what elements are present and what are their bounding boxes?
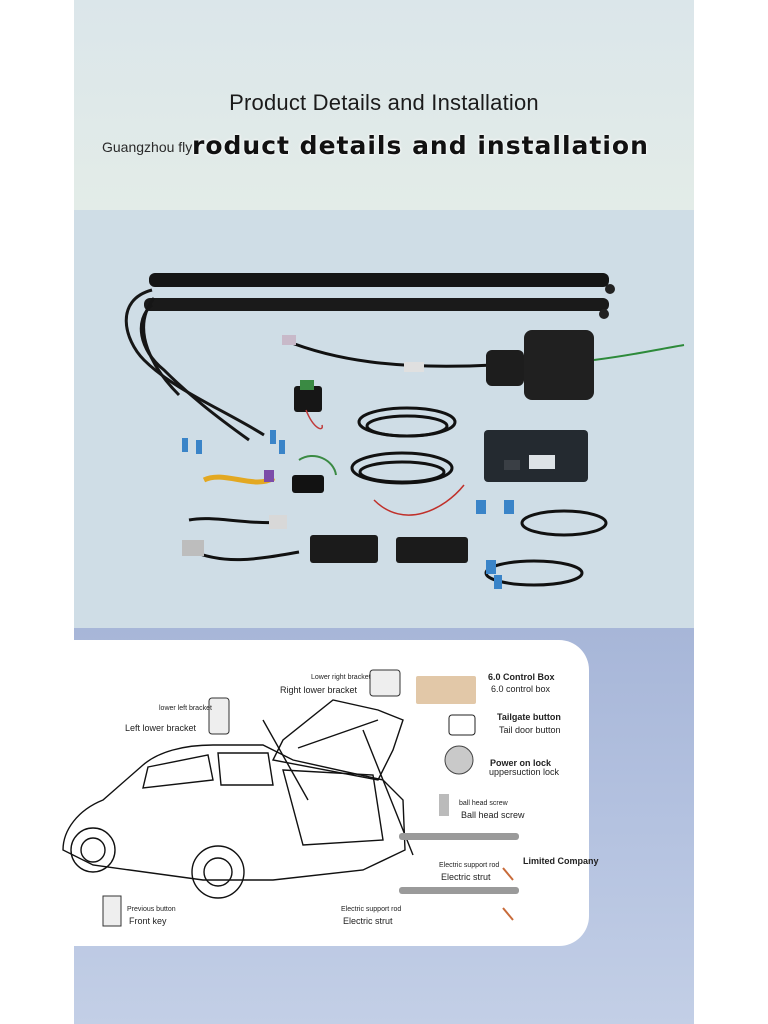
parts-photo-section (74, 210, 694, 628)
tail-door-button-part (292, 455, 337, 493)
connectors-left (182, 430, 285, 454)
purple-connector (264, 470, 274, 482)
parts-kit-photo (124, 273, 685, 589)
label-electric-support-rod-2: Electric support rod (341, 906, 402, 913)
car-outline (62, 699, 414, 899)
red-wire (373, 484, 465, 516)
tail-lock-harness (282, 330, 685, 400)
label-right-lower-bracket: Right lower bracket (280, 685, 358, 695)
switch-module (294, 380, 323, 430)
label-control-box-bold: 6.0 Control Box (488, 672, 555, 682)
car-installation-diagram (62, 669, 519, 927)
control-box-part (484, 430, 588, 482)
yellow-cable (202, 474, 276, 485)
header-section: Product Details and Installation Guangzh… (74, 0, 694, 210)
label-suction-lock: uppersuction lock (489, 767, 560, 777)
label-ball-head-screw-small: ball head screw (459, 800, 508, 807)
brackets-parts (310, 535, 468, 563)
diagram-part-icons (102, 669, 519, 927)
label-lower-left-bracket: lower left bracket (159, 705, 212, 712)
label-power-on-lock: Power on lock (490, 758, 552, 768)
extension-harness (182, 515, 300, 562)
connectors-right (476, 500, 514, 589)
label-limited-company: Limited Company (523, 856, 599, 866)
label-electric-strut-1: Electric strut (441, 872, 491, 882)
page-title: Product Details and Installation (229, 90, 539, 115)
label-electric-strut-2: Electric strut (343, 916, 393, 926)
label-left-lower-bracket: Left lower bracket (125, 723, 197, 733)
label-lower-right-bracket: Lower right bracket (311, 674, 371, 681)
company-name: Guangzhou fly (102, 139, 193, 155)
installation-diagram-card: Lower right bracket Right lower bracket … (33, 640, 599, 946)
wiring-harness-left (124, 288, 265, 442)
page-subtitle: roduct details and installation (192, 131, 649, 160)
label-tailgate-button: Tailgate button (497, 712, 561, 722)
label-electric-support-rod-1: Electric support rod (439, 862, 500, 869)
label-previous-button: Previous button (127, 906, 176, 913)
electric-strut-parts (144, 273, 615, 319)
label-tail-door-button: Tail door button (499, 725, 561, 735)
label-ball-head-screw: Ball head screw (461, 810, 525, 820)
label-front-key: Front key (129, 916, 167, 926)
label-control-box: 6.0 control box (491, 684, 551, 694)
